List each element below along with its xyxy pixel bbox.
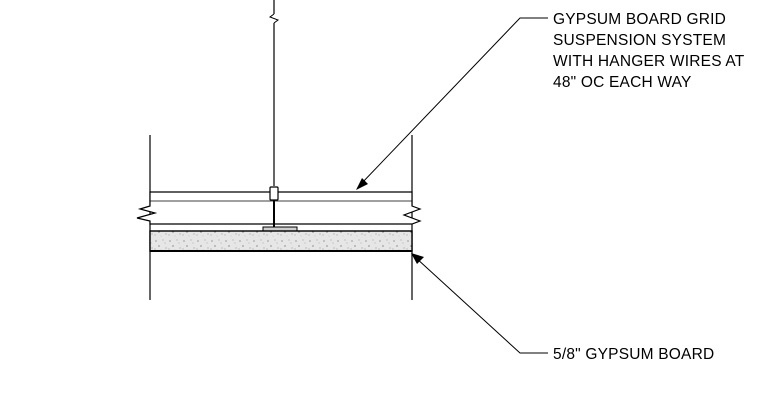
gypsum-board <box>149 230 413 252</box>
note-suspension-system: GYPSUM BOARD GRID SUSPENSION SYSTEM WITH… <box>553 11 745 91</box>
hanger-wire <box>268 0 280 186</box>
grid-runner <box>136 191 422 225</box>
leader-gypsum <box>411 253 548 354</box>
note-line-1: GYPSUM BOARD GRID <box>553 11 726 28</box>
note-gypsum-board: 5/8" GYPSUM BOARD <box>553 346 714 363</box>
note-line-2: SUSPENSION SYSTEM <box>553 32 726 49</box>
leader-suspension <box>356 17 548 190</box>
note-line-4: 48" OC EACH WAY <box>553 74 692 91</box>
note-line-3: WITH HANGER WIRES AT <box>553 53 745 70</box>
